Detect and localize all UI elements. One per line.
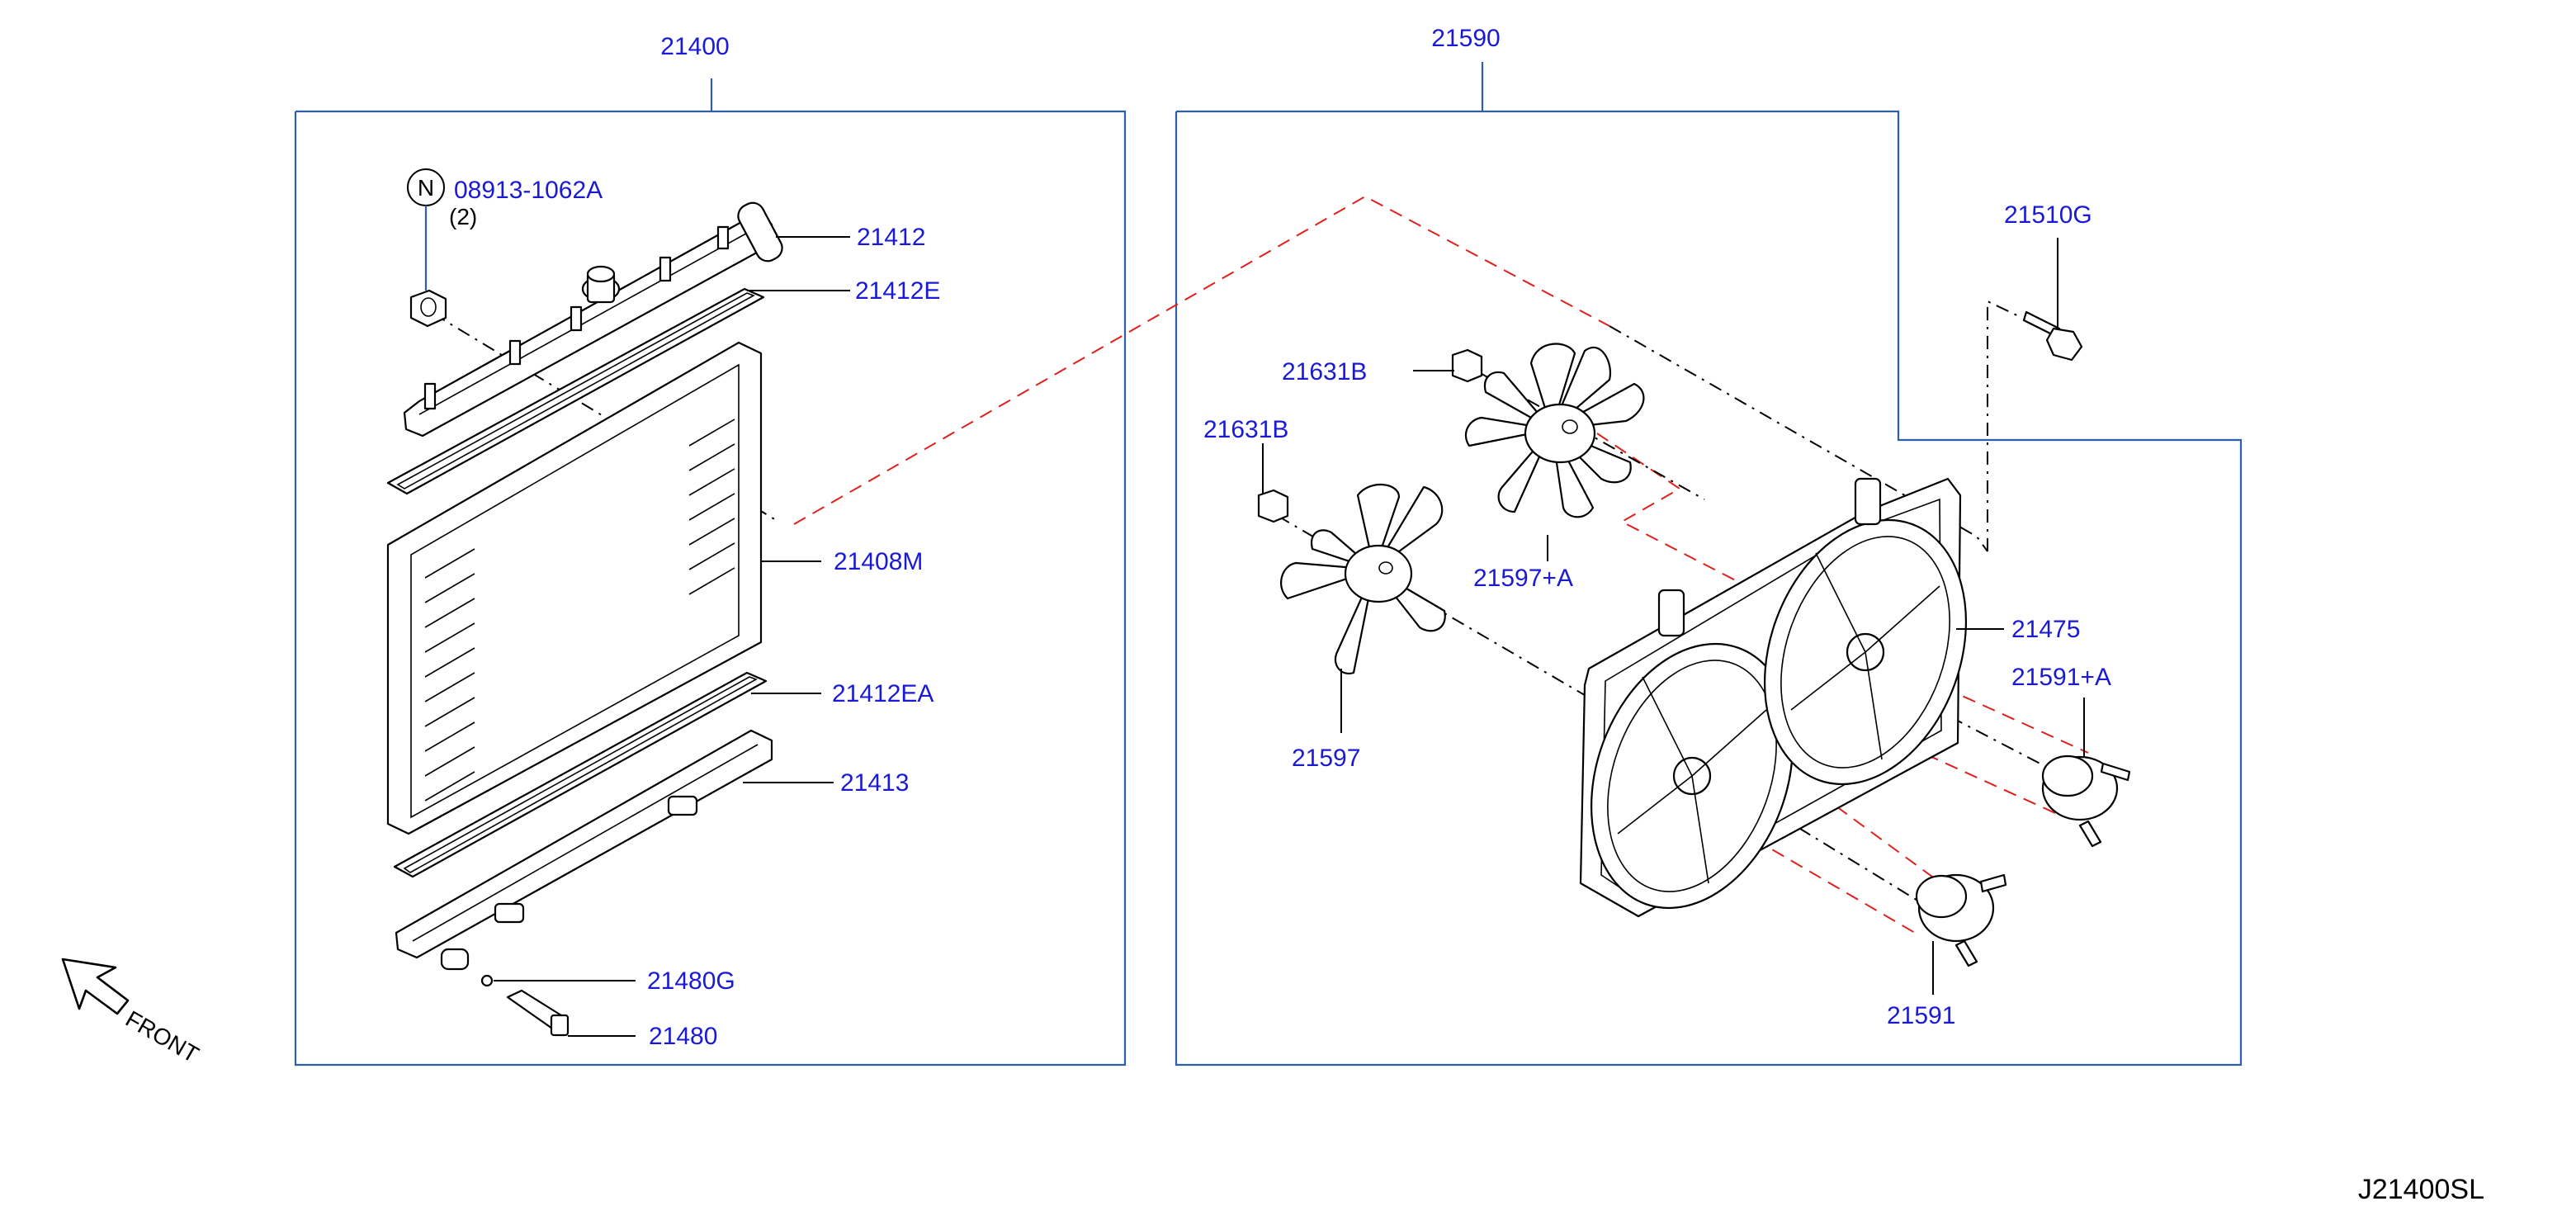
front-arrow-icon [61, 958, 130, 1015]
upper-seal-icon [386, 287, 765, 495]
fan-assembly-frame [1175, 110, 2243, 1067]
label-nut-qty: (2) [449, 204, 477, 229]
radiator-core-icon [386, 341, 763, 835]
bolt-icon [2022, 310, 2083, 362]
label-shroud: 21475 [2011, 616, 2080, 643]
label-upper-seal: 21412E [855, 277, 940, 305]
red-reference-line-upper-motor-a [1865, 651, 2089, 754]
upper-frame-center-line [1609, 325, 1988, 552]
nut-center-line [432, 313, 777, 521]
red-reference-line-fan-to-shroud [1596, 433, 1751, 589]
upper-motor-icon [2041, 754, 2131, 848]
label-fan-motor-assembly: 21590 [1431, 25, 1500, 52]
label-upper-fan-nut: 21631B [1282, 358, 1367, 385]
lower-seal-icon [393, 671, 768, 878]
svg-text:N: N [418, 175, 434, 201]
nut-symbol-badge: N [407, 168, 445, 206]
label-lower-fan-nut: 21631B [1203, 416, 1288, 443]
nut-icon [409, 289, 447, 328]
label-bolt: 21510G [2004, 201, 2092, 229]
diagram-code: J21400SL [2358, 1174, 2484, 1205]
lower-fan-icon [1280, 483, 1446, 675]
lower-fan-nut-icon [1257, 489, 1289, 523]
label-upper-fan: 21597+A [1473, 565, 1573, 592]
front-label: FRONT [121, 1005, 203, 1067]
red-reference-line-lower-motor-b [1716, 816, 1916, 934]
label-upper-tank: 21412 [857, 224, 925, 251]
lower-tank-icon [395, 729, 773, 971]
label-lower-motor: 21591 [1887, 1002, 1955, 1029]
lower-motor-icon [1915, 873, 2007, 967]
label-drain-plug: 21480 [649, 1023, 717, 1050]
label-drain-plug-seal: 21480G [647, 967, 735, 995]
drain-plug-icon [506, 989, 570, 1037]
radiator-assembly-frame [294, 110, 1127, 1067]
upper-tank-icon [403, 201, 783, 438]
label-lower-seal: 21412EA [832, 680, 934, 707]
drain-plug-seal-icon [480, 974, 494, 987]
bolt-center-line [1987, 300, 2023, 551]
label-nut-part: 08913-1062A [454, 177, 603, 204]
red-reference-line-core-to-shroud [793, 195, 1610, 525]
red-reference-line-lower-motor-a [1749, 742, 1936, 880]
label-radiator-assembly: 21400 [660, 33, 729, 60]
upper-fan-nut-icon [1451, 348, 1483, 383]
label-lower-fan: 21597 [1292, 745, 1360, 772]
upper-fan-icon [1464, 343, 1645, 518]
label-core: 21408M [834, 548, 923, 575]
label-upper-motor: 21591+A [2011, 664, 2111, 691]
label-lower-tank: 21413 [840, 769, 909, 797]
shroud-icon [1579, 477, 1968, 918]
